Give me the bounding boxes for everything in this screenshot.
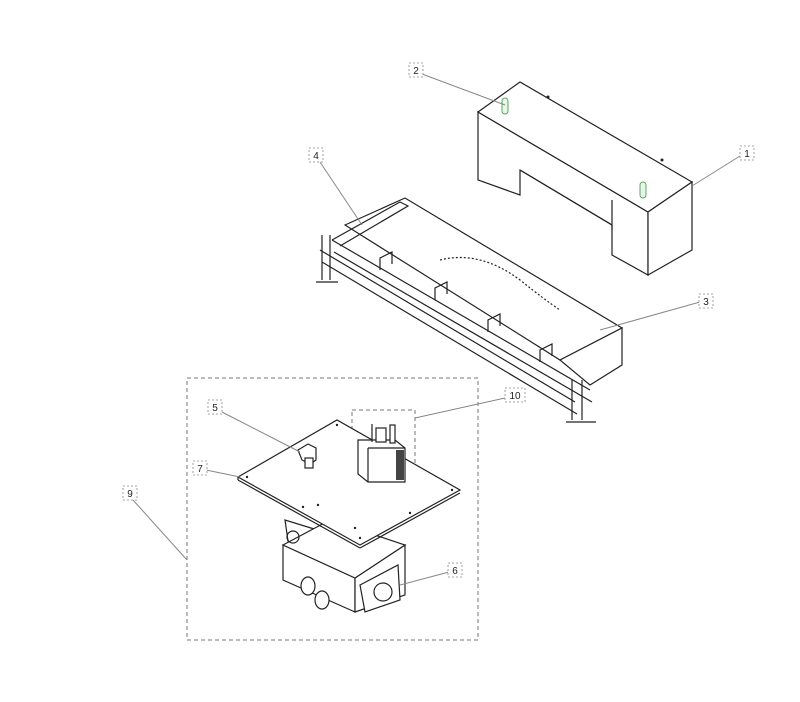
callout-1: 1 — [739, 145, 755, 161]
pin-icon — [501, 97, 509, 115]
part-frame — [316, 197, 624, 423]
callout-label: 6 — [452, 566, 458, 577]
callout-label: 2 — [413, 66, 419, 77]
pin-icon — [639, 181, 647, 199]
assembly-boundary — [186, 377, 479, 641]
part-cover — [476, 81, 694, 277]
callout-label: 5 — [212, 403, 218, 414]
callout-label: 4 — [313, 151, 319, 162]
part-plate — [236, 419, 462, 549]
leader-lines — [132, 73, 741, 586]
callout-5: 5 — [207, 399, 223, 415]
callout-label: 9 — [127, 489, 133, 500]
callout-label: 1 — [744, 149, 750, 160]
callout-3: 3 — [698, 293, 714, 309]
callout-label: 10 — [509, 391, 521, 402]
callout-label: 3 — [703, 297, 709, 308]
callout-label: 7 — [197, 464, 203, 475]
callout-2: 2 — [408, 62, 424, 78]
callout-9: 9 — [122, 485, 138, 501]
callout-10: 10 — [504, 387, 526, 403]
callout-6: 6 — [447, 562, 463, 578]
part-housing — [281, 519, 407, 613]
callout-4: 4 — [308, 147, 324, 163]
callout-7: 7 — [192, 460, 208, 476]
